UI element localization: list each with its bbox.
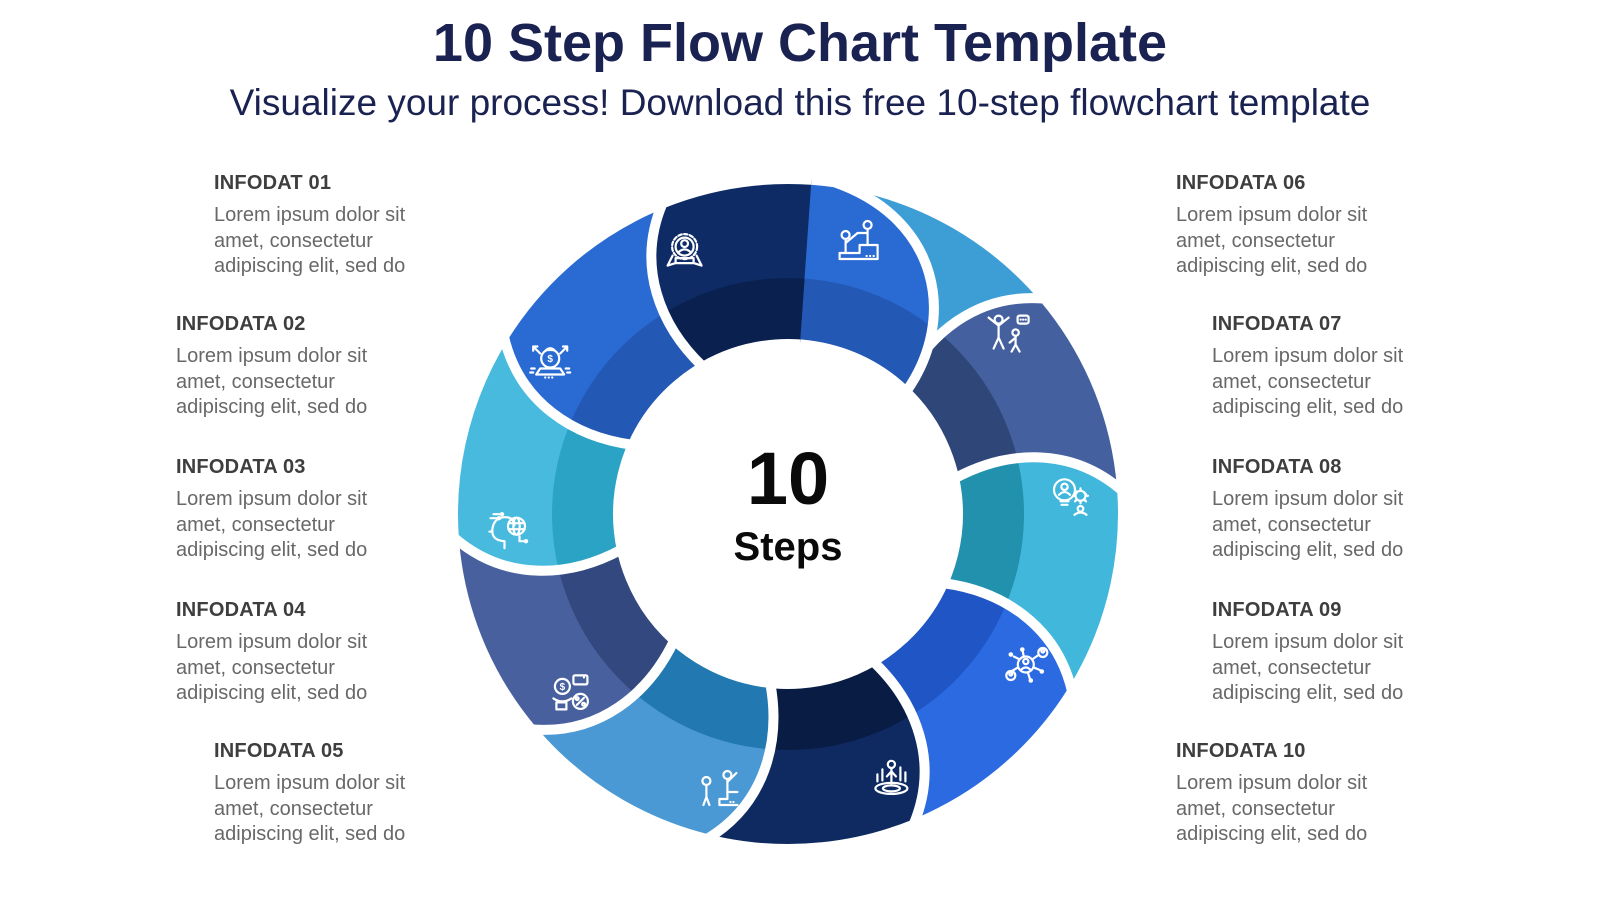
infodata-07-body: Lorem ipsum dolor sit amet, consectetur …: [1212, 345, 1404, 419]
center-step-label: Steps: [734, 525, 843, 569]
infodata-09-block: INFODATA 09 Lorem ipsum dolor sit amet, …: [1212, 599, 1462, 707]
svg-text:$: $: [547, 354, 553, 365]
infodata-01-heading: INFODAT 01: [214, 172, 332, 194]
infodata-06-heading: INFODATA 06: [1176, 172, 1306, 194]
award-icon: [666, 233, 703, 267]
infodata-02-body: Lorem ipsum dolor sit amet, consectetur …: [176, 345, 368, 419]
wheel-segment-1: [646, 174, 816, 490]
infodata-06-block: INFODATA 06 Lorem ipsum dolor sit amet, …: [1176, 172, 1426, 280]
wheel-center-circle: [643, 369, 933, 659]
wheel-petals: [448, 174, 1128, 854]
infodata-05-block: INFODATA 05 Lorem ipsum dolor sit amet, …: [214, 740, 464, 848]
infodata-10-body: Lorem ipsum dolor sit amet, consectetur …: [1176, 772, 1368, 846]
flowchart-wheel: $$ 10 Steps: [438, 164, 1138, 864]
infodata-04-body: Lorem ipsum dolor sit amet, consectetur …: [176, 631, 368, 705]
infodata-02-block: INFODATA 02 Lorem ipsum dolor sit amet, …: [176, 313, 426, 421]
infodata-10-block: INFODATA 10 Lorem ipsum dolor sit amet, …: [1176, 740, 1426, 848]
infodata-04-heading: INFODATA 04: [176, 599, 306, 621]
infodata-09-body: Lorem ipsum dolor sit amet, consectetur …: [1212, 631, 1404, 705]
crystal-money-icon: $: [529, 345, 572, 379]
infodata-05-body: Lorem ipsum dolor sit amet, consectetur …: [214, 772, 406, 846]
infodata-08-block: INFODATA 08 Lorem ipsum dolor sit amet, …: [1212, 456, 1462, 564]
page-subtitle: Visualize your process! Download this fr…: [229, 82, 1371, 123]
wheel-icons: $$: [488, 219, 1090, 807]
infodata-10-heading: INFODATA 10: [1176, 740, 1306, 762]
infodata-07-block: INFODATA 07 Lorem ipsum dolor sit amet, …: [1212, 313, 1462, 421]
infodata-05-heading: INFODATA 05: [214, 740, 344, 762]
infodata-01-body: Lorem ipsum dolor sit amet, consectetur …: [214, 204, 406, 278]
infodata-08-heading: INFODATA 08: [1212, 456, 1342, 478]
center-step-number: 10: [747, 437, 829, 520]
finance-icon: $: [552, 674, 589, 711]
infodata-07-heading: INFODATA 07: [1212, 313, 1342, 335]
network-icon: [1005, 646, 1049, 683]
svg-text:$: $: [560, 682, 566, 693]
infodata-04-block: INFODATA 04 Lorem ipsum dolor sit amet, …: [176, 599, 426, 707]
infodata-03-body: Lorem ipsum dolor sit amet, consectetur …: [176, 488, 368, 562]
leadership-steps-icon: [701, 769, 739, 807]
target-icon: [874, 759, 909, 795]
head-globe-icon: [488, 512, 529, 550]
infodata-03-heading: INFODATA 03: [176, 456, 306, 478]
infodata-03-block: INFODATA 03 Lorem ipsum dolor sit amet, …: [176, 456, 426, 564]
idea-gear-icon: [1052, 478, 1090, 516]
page-title: 10 Step Flow Chart Template: [432, 13, 1168, 73]
infodata-09-heading: INFODATA 09: [1212, 599, 1342, 621]
celebration-icon: [987, 314, 1030, 353]
infodata-01-block: INFODAT 01 Lorem ipsum dolor sit amet, c…: [214, 172, 464, 280]
mentor-climb-icon: [838, 219, 879, 261]
infodata-08-body: Lorem ipsum dolor sit amet, consectetur …: [1212, 488, 1404, 562]
infodata-02-heading: INFODATA 02: [176, 313, 306, 335]
infodata-06-body: Lorem ipsum dolor sit amet, consectetur …: [1176, 204, 1368, 278]
